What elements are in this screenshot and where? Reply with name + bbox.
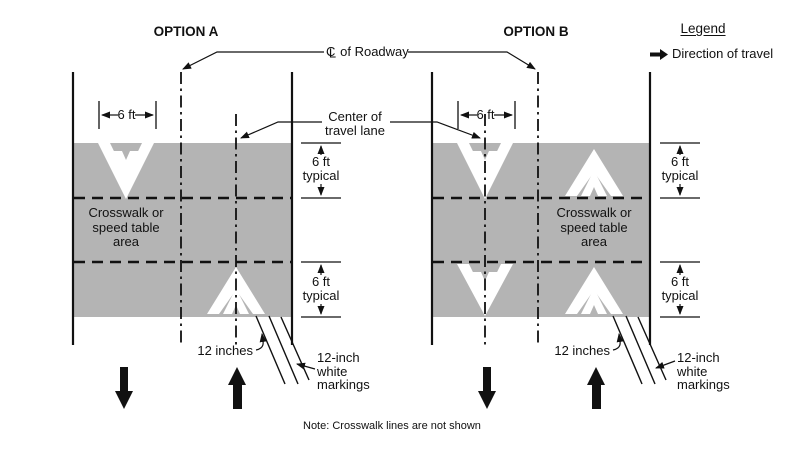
stroke-gap-dimension-b: 12 inches bbox=[554, 343, 610, 358]
chevron-marking-a-down bbox=[98, 143, 154, 199]
option-a-title: OPTION A bbox=[153, 24, 219, 39]
chevron-width-dimension-b: 6 ft bbox=[476, 107, 495, 122]
spacing-dimension-a-top: 6 ft typical bbox=[302, 154, 340, 183]
legend-direction-of-travel-label: Direction of travel bbox=[672, 46, 774, 61]
travel-direction-arrow-up-b bbox=[587, 367, 605, 409]
marking-width-label-b: 12-inch white markings bbox=[677, 350, 730, 392]
travel-lane-centerlines bbox=[235, 114, 486, 345]
roadway-centerlines bbox=[180, 72, 539, 345]
spacing-dimension-b-top: 6 ft typical bbox=[661, 154, 699, 183]
center-of-travel-lane-label: Center of travel lane bbox=[325, 109, 385, 138]
legend-heading: Legend bbox=[663, 22, 743, 36]
spacing-dimension-a-bottom: 6 ft typical bbox=[302, 274, 340, 303]
figure-note: Note: Crosswalk lines are not shown bbox=[303, 420, 481, 432]
chevron-width-dimension-a: 6 ft bbox=[117, 107, 136, 122]
travel-direction-arrow-down-b bbox=[478, 367, 496, 409]
chevron-marking-b-up-top bbox=[565, 149, 623, 196]
chevron-marking-b-up-bottom bbox=[565, 267, 623, 314]
dimension-lines bbox=[98, 101, 700, 318]
crosswalk-area-label-b: Crosswalk or speed table area bbox=[556, 205, 632, 249]
callout-leaders bbox=[182, 51, 676, 370]
pavement-band-option-b bbox=[433, 143, 649, 317]
option-b-title: OPTION B bbox=[503, 24, 569, 39]
crosswalk-area-dashed-boundaries bbox=[74, 196, 649, 264]
chevron-marking-a-up bbox=[207, 267, 265, 314]
marking-width-label-a: 12-inch white markings bbox=[317, 350, 370, 392]
travel-direction-arrow-down-a bbox=[115, 367, 133, 409]
stroke-gap-dimension-a: 12 inches bbox=[197, 343, 253, 358]
travel-direction-arrow-up-a bbox=[228, 367, 246, 409]
marking-extension-lines bbox=[255, 315, 667, 385]
crosswalk-area-label-a: Crosswalk or speed table area bbox=[88, 205, 164, 249]
legend-heading-text: Legend bbox=[680, 21, 726, 36]
centerline-symbol: CL bbox=[326, 44, 337, 61]
roadway-edge-lines bbox=[71, 72, 652, 345]
spacing-dimension-b-bottom: 6 ft typical bbox=[661, 274, 699, 303]
direction-of-travel-arrow-icon bbox=[650, 49, 668, 60]
pavement-band-option-a bbox=[74, 143, 291, 317]
